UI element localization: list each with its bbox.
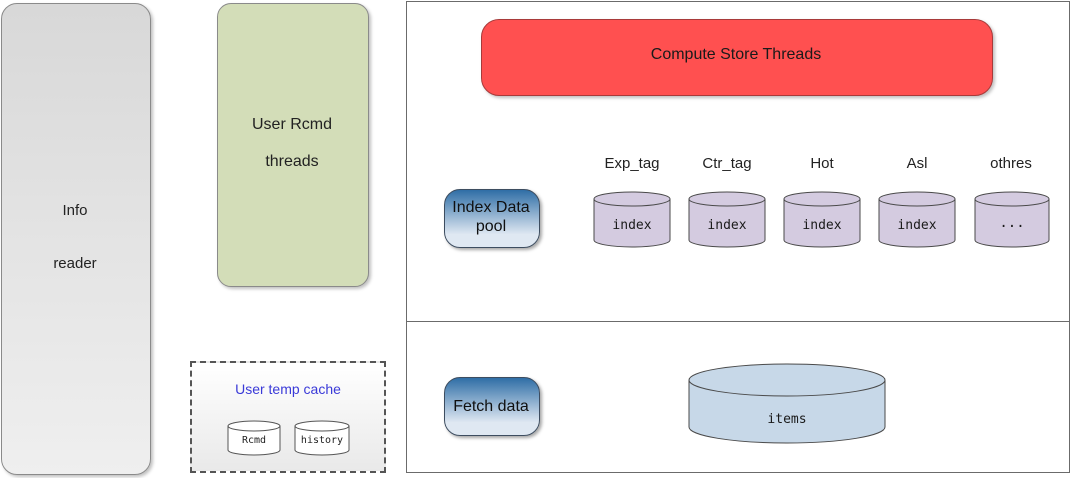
items-cylinder: items (688, 363, 886, 444)
index-cylinder-ctr-tag-label: index (707, 218, 746, 233)
index-cylinder-hot-label: index (802, 218, 841, 233)
index-data-pool-label-line1: Index Data (452, 199, 530, 216)
fetch-data-label: Fetch data (453, 398, 529, 415)
info-reader-box (1, 3, 151, 475)
column-header-exp-tag: Exp_tag (604, 155, 660, 172)
user-temp-cache-title: User temp cache (235, 381, 341, 397)
user-temp-cache-box (190, 361, 386, 473)
index-cylinder-othres-label: ... (999, 215, 1024, 231)
index-cylinder-exp-tag: index (593, 191, 671, 248)
user-rcmd-label-line1: User Rcmd (251, 116, 332, 133)
index-cylinder-othres: ... (974, 191, 1050, 248)
compute-store-threads-box (481, 19, 993, 96)
cache-cylinder-history: history (294, 420, 350, 456)
compute-store-threads-label: Compute Store Threads (650, 46, 822, 63)
user-rcmd-threads-box (217, 3, 369, 287)
fetch-data-pill (444, 377, 540, 436)
cache-cylinder-history-label: history (301, 435, 343, 446)
cache-cylinder-rcmd: Rcmd (227, 420, 281, 456)
cache-cylinder-rcmd-label: Rcmd (242, 435, 266, 446)
index-cylinder-exp-tag-label: index (612, 218, 651, 233)
column-header-asl: Asl (906, 155, 928, 172)
index-cylinder-ctr-tag: index (688, 191, 766, 248)
index-cylinder-asl-label: index (897, 218, 936, 233)
index-cylinder-hot: index (783, 191, 861, 248)
info-reader-label-line2: reader (53, 255, 97, 272)
column-header-hot: Hot (810, 155, 834, 172)
column-header-ctr-tag: Ctr_tag (702, 155, 752, 172)
user-rcmd-label-line2: threads (265, 153, 319, 170)
items-cylinder-label: items (767, 412, 806, 427)
info-reader-label-line1: Info (62, 202, 88, 219)
index-data-pool-pill (444, 189, 540, 248)
column-header-othres: othres (990, 155, 1032, 172)
index-data-pool-label-line2: pool (475, 218, 507, 235)
index-cylinder-asl: index (878, 191, 956, 248)
